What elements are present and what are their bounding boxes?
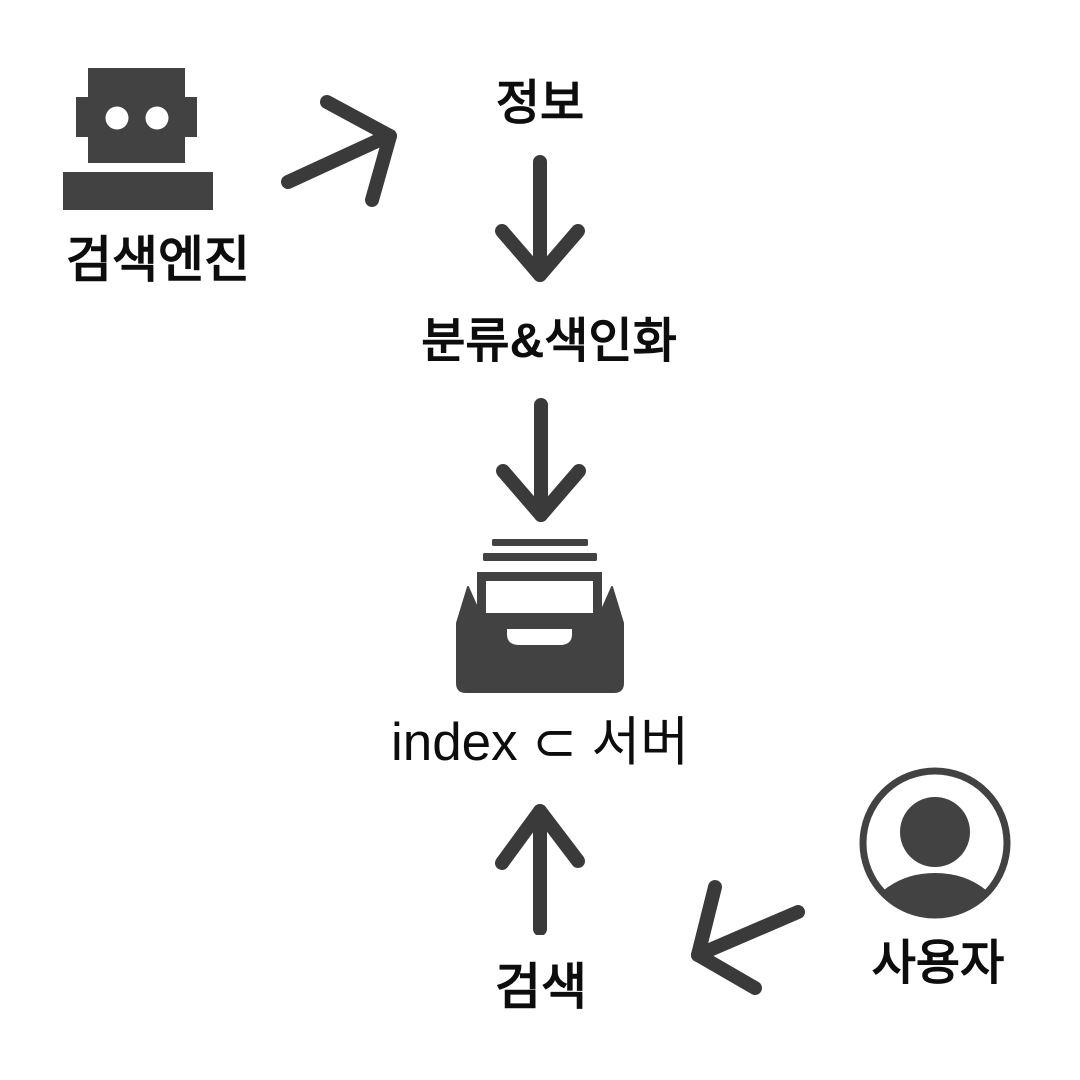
label-index-server: index ⊂ 서버 xyxy=(390,713,690,772)
arrow-search-to-index-server xyxy=(495,804,585,935)
archive-drawer-icon xyxy=(456,539,624,693)
label-information: 정보 xyxy=(495,77,585,130)
person-circle-icon xyxy=(859,767,1011,919)
arrow-user-to-search xyxy=(691,880,805,995)
label-search: 검색 xyxy=(495,959,587,1015)
arrow-search-engine-to-information xyxy=(281,95,397,207)
arrow-information-to-classify xyxy=(495,155,585,282)
robot-icon xyxy=(63,68,213,210)
label-classify-index: 분류&색인화 xyxy=(421,315,677,368)
arrow-classify-to-index-server xyxy=(496,398,586,522)
label-user: 사용자 xyxy=(871,937,1005,990)
label-search-engine: 검색엔진 xyxy=(66,232,250,288)
